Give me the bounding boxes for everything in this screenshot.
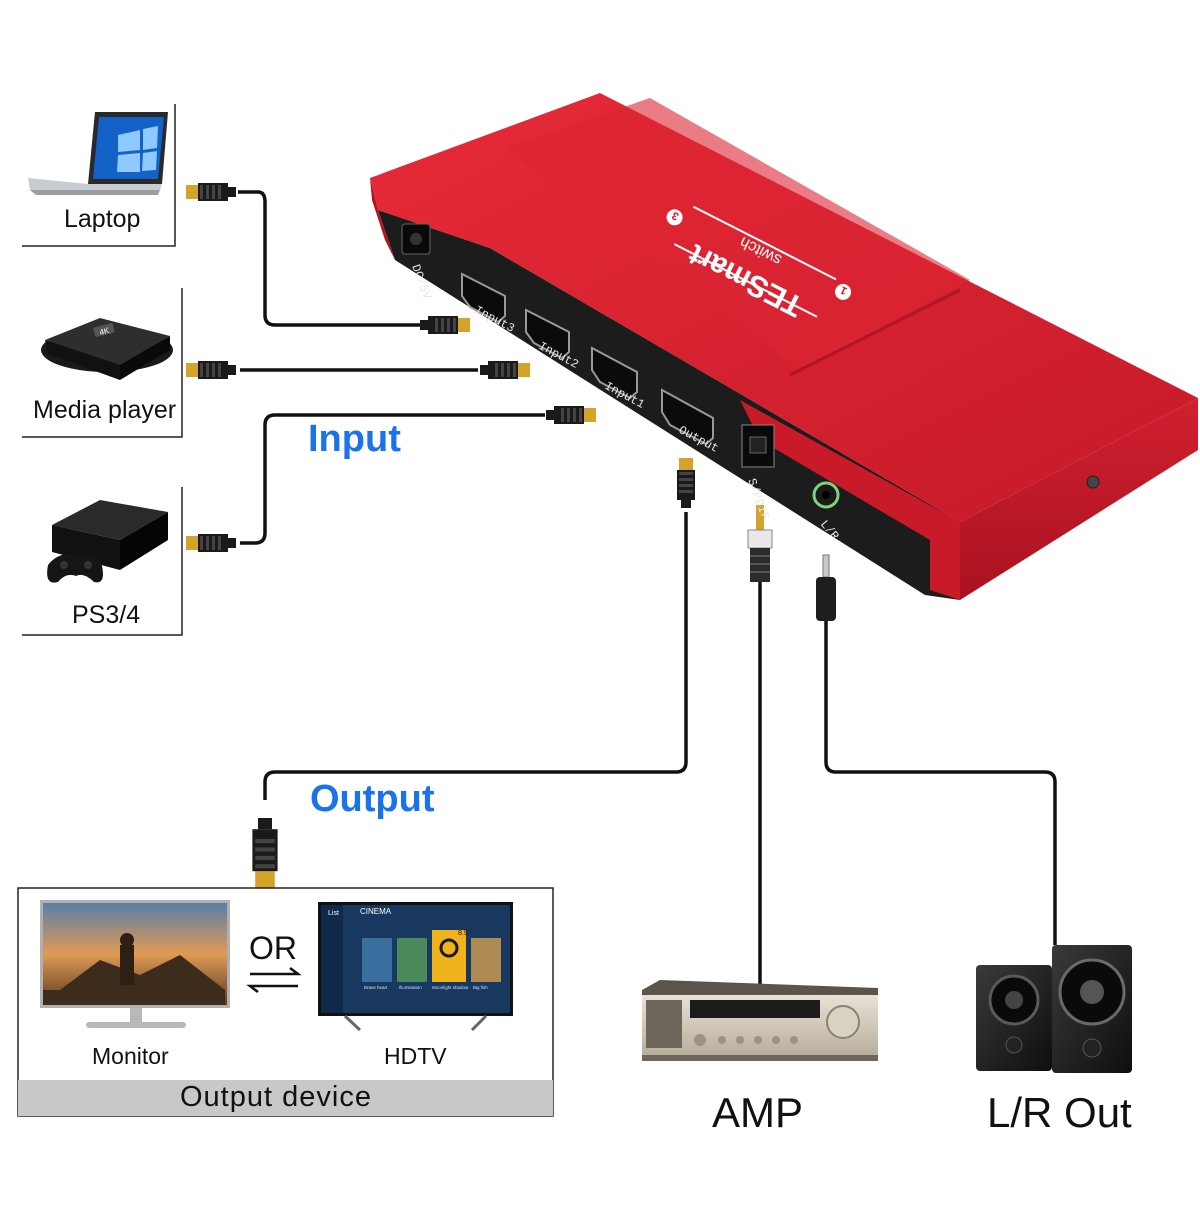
device-badge-left: 1 bbox=[839, 283, 850, 296]
source-label-media-player: Media player bbox=[33, 396, 177, 424]
hdtv-title-0: Brave heart bbox=[364, 985, 388, 990]
or-arrows bbox=[246, 967, 302, 993]
source-label-laptop: Laptop bbox=[64, 205, 141, 233]
hdtv-rating: 8.9 bbox=[458, 930, 468, 937]
hdtv-label: HDTV bbox=[384, 1043, 447, 1069]
source-frames bbox=[22, 104, 183, 636]
ps-console-image bbox=[47, 500, 168, 583]
port-output bbox=[661, 388, 714, 446]
audio-jack-plug bbox=[816, 554, 836, 621]
hdtv-title-3: Big fish bbox=[473, 985, 488, 990]
media-player-badge: 4K bbox=[99, 326, 111, 337]
port-input3 bbox=[461, 272, 506, 324]
source-label-ps: PS3/4 bbox=[72, 601, 141, 629]
amp-image bbox=[642, 980, 878, 1061]
cable-output bbox=[263, 512, 688, 800]
lr-out-label: L/R Out bbox=[987, 1089, 1132, 1136]
cable-lr bbox=[824, 620, 1057, 945]
hdtv-image: List CINEMA 8.9 Brave heart Illumination… bbox=[318, 902, 513, 1032]
hdmi-switch-device: TESmart switch 3 1 DC/5V Input3 I bbox=[370, 93, 1198, 600]
port-input2 bbox=[525, 308, 570, 360]
monitor-image bbox=[40, 900, 230, 1028]
amp-label: AMP bbox=[712, 1089, 804, 1136]
output-label: Output bbox=[310, 778, 435, 820]
speakers-image bbox=[976, 945, 1132, 1073]
hdtv-back-label: List bbox=[328, 910, 339, 917]
device-badge-right: 3 bbox=[670, 209, 681, 222]
hdtv-title-1: Illumination bbox=[399, 985, 422, 990]
output-device-label: Output device bbox=[180, 1081, 372, 1113]
cable-laptop bbox=[238, 190, 420, 327]
port-input1 bbox=[591, 346, 638, 400]
hdtv-title-2: Moonlight shadow bbox=[432, 985, 469, 990]
cables bbox=[238, 190, 1057, 988]
spdif-plug bbox=[747, 505, 773, 582]
output-device-banner bbox=[18, 1080, 553, 1116]
cable-ps bbox=[240, 413, 545, 545]
media-player-image: 4K bbox=[41, 318, 173, 380]
or-label: OR bbox=[249, 930, 297, 966]
monitor-label: Monitor bbox=[92, 1043, 169, 1069]
input-label: Input bbox=[308, 418, 401, 460]
laptop-image bbox=[28, 112, 168, 195]
hdtv-cinema-label: CINEMA bbox=[360, 907, 392, 916]
